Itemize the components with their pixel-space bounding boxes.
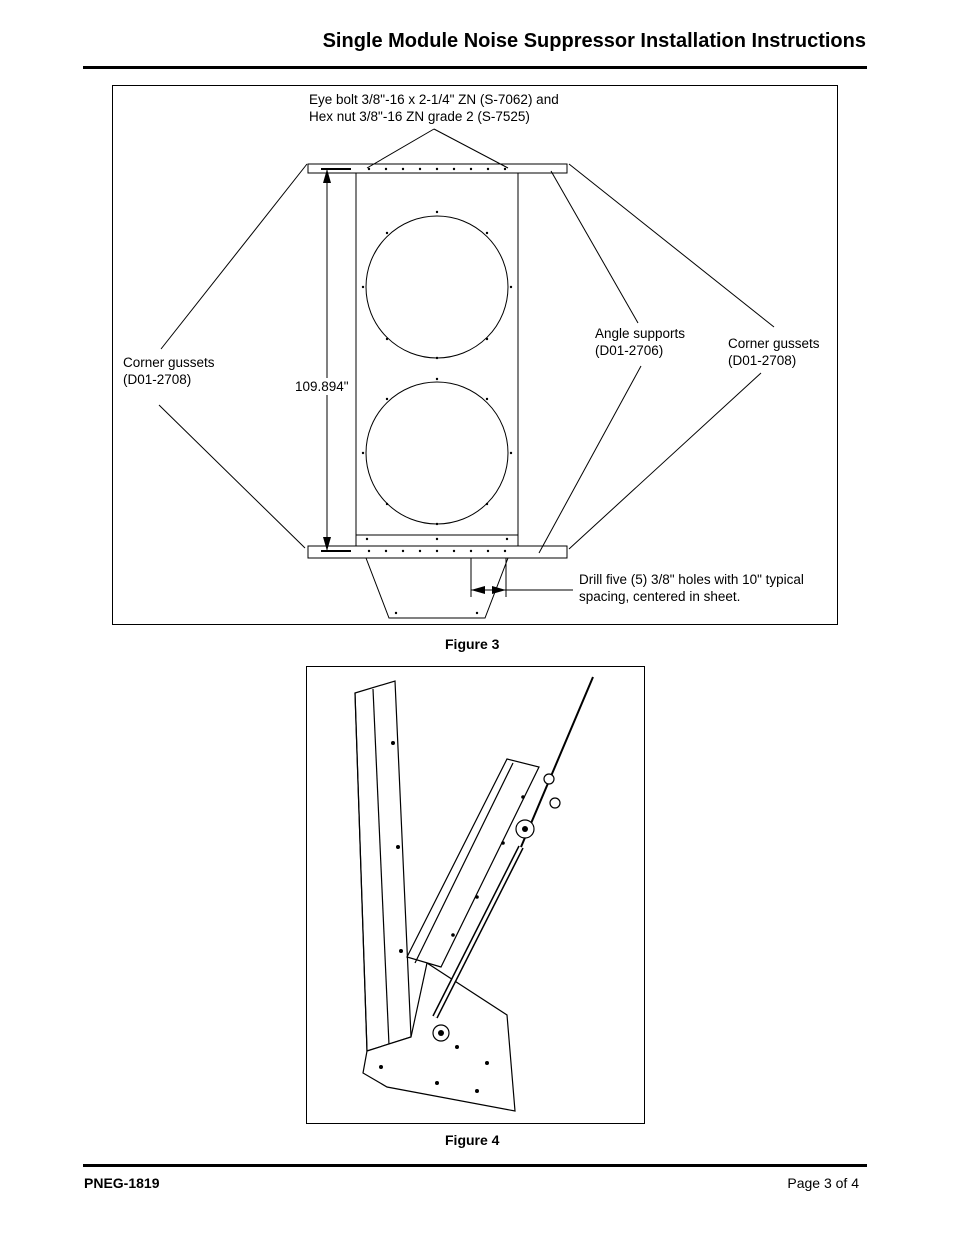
figure-4-caption: Figure 4 — [445, 1132, 500, 1148]
angle-supports-line1: Angle supports — [595, 326, 686, 341]
hopper — [365, 557, 509, 619]
upright-post — [354, 680, 412, 1052]
page-title: Single Module Noise Suppressor Installat… — [322, 30, 866, 52]
eyebolt-lower — [549, 797, 561, 809]
housing-body — [355, 172, 519, 536]
drill-note-line2: spacing, centered in sheet. — [579, 589, 741, 604]
eyebolt-label-line2: Hex nut 3/8"-16 ZN grade 2 (S-7525) — [309, 109, 530, 124]
angled-plate — [406, 758, 540, 968]
corner-gussets-left-line1: Corner gussets — [123, 355, 215, 370]
figure-3-frame — [112, 85, 838, 625]
bolt-holes — [361, 167, 513, 615]
corner-gussets-right-line1: Corner gussets — [728, 336, 820, 351]
footer-rule — [83, 1164, 867, 1167]
eyebolt-label-line1: Eye bolt 3/8"-16 x 2-1/4" ZN (S-7062) an… — [309, 92, 559, 107]
page-number: Page 3 of 4 — [787, 1175, 859, 1191]
angle-supports-line2: (D01-2706) — [595, 343, 664, 358]
corner-gussets-right-line2: (D01-2708) — [728, 353, 797, 368]
header-rule — [83, 66, 867, 69]
tie-rod — [520, 676, 594, 848]
figure-4-drawing — [354, 676, 594, 1112]
figure-3-caption: Figure 3 — [445, 636, 500, 652]
dimension-label: 109.894" — [295, 378, 349, 395]
document-id: PNEG-1819 — [84, 1175, 160, 1191]
corner-gussets-left-line2: (D01-2708) — [123, 372, 192, 387]
fan-opening-lower — [365, 381, 509, 525]
figure-4-frame — [306, 666, 645, 1124]
drill-note-line1: Drill five (5) 3/8" holes with 10" typic… — [579, 572, 804, 587]
eyebolt-upper — [543, 773, 555, 785]
fan-opening-upper — [365, 215, 509, 359]
